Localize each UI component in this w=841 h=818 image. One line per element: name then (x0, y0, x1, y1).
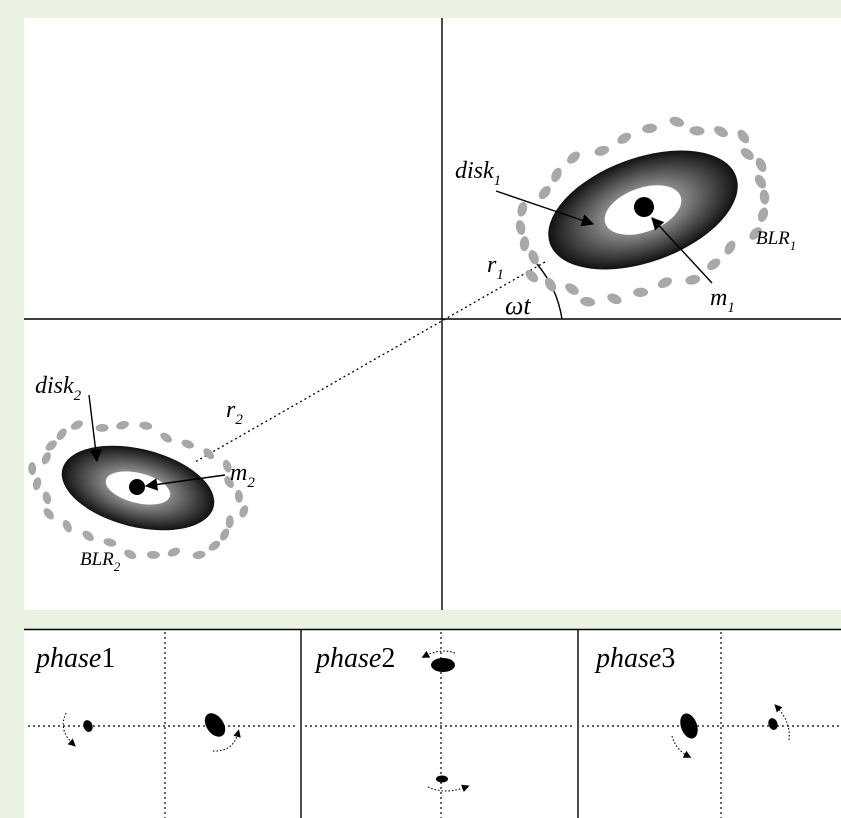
blr-cloud (146, 550, 160, 559)
blr-cloud (657, 277, 672, 289)
blr-cloud (689, 126, 705, 136)
blr-cloud (519, 236, 530, 252)
disk1-pointer (495, 190, 595, 227)
blr-cloud (525, 269, 539, 283)
disk1-label: disk1 (455, 158, 501, 189)
blr-cloud (607, 293, 622, 305)
blr-cloud (617, 132, 632, 144)
phase3-bh-large (680, 713, 698, 739)
phase1-bh-large (204, 713, 226, 737)
m1-label: m1 (710, 285, 735, 316)
black-hole-1 (634, 197, 654, 217)
phase-2-label: phase2 (314, 643, 395, 674)
blr-clouds-1 (515, 116, 770, 307)
blr-cloud (538, 185, 551, 200)
blr-cloud (517, 201, 528, 217)
blr-cloud (594, 145, 610, 156)
disk2-pointer (88, 394, 102, 463)
blr-cloud (203, 448, 215, 460)
blr-cloud (82, 530, 94, 542)
blr-cloud (749, 227, 762, 240)
blr-cloud (757, 207, 769, 222)
phase-1-label: phase1 (34, 643, 115, 674)
disk2-label: disk2 (35, 373, 82, 404)
r1-label: r1 (487, 252, 504, 283)
blr1-label: BLR1 (756, 228, 796, 253)
blr-cloud (208, 540, 221, 551)
blr-cloud (192, 550, 206, 559)
phase3-bh-small (768, 718, 778, 730)
blr-cloud (220, 528, 230, 541)
blr-cloud (707, 258, 721, 271)
phase-1-panel: phase1 (28, 632, 298, 818)
separation-line (194, 261, 546, 463)
blr-cloud (28, 462, 37, 476)
blr-cloud (714, 126, 728, 138)
blr-cloud (669, 116, 685, 127)
blr-cloud (222, 459, 232, 473)
phase1-bh-small (83, 720, 93, 732)
blr-cloud (755, 157, 767, 172)
blr-cloud (41, 452, 51, 465)
phases-strip (24, 629, 841, 818)
blr-cloud (116, 420, 129, 430)
blr-cloud (45, 440, 57, 451)
blr-cloud (62, 520, 72, 533)
blr-clouds-2 (28, 420, 249, 559)
blr-cloud (737, 129, 750, 144)
blr-cloud (167, 547, 181, 557)
m2-label: m2 (230, 460, 255, 491)
blr-cloud (160, 432, 172, 443)
blr-cloud (95, 423, 109, 432)
blr-cloud (515, 220, 526, 235)
blr-cloud (181, 439, 195, 449)
blr-cloud (528, 249, 539, 265)
phase2-bh-large (431, 658, 455, 672)
m1-pointer (651, 217, 713, 284)
angle-label: ωt (505, 291, 531, 320)
blr-cloud (70, 420, 83, 430)
blr-cloud (56, 428, 67, 440)
blr-cloud (544, 277, 557, 292)
phase-3-panel: phase3 (582, 632, 841, 818)
blr-cloud (103, 538, 117, 547)
blr-cloud (234, 489, 243, 503)
blr-cloud (225, 515, 234, 529)
blr-cloud (759, 189, 770, 205)
blr-cloud (551, 167, 562, 183)
blr-cloud (642, 123, 658, 134)
black-hole-2 (129, 479, 145, 495)
blr-cloud (633, 287, 649, 298)
blr-cloud (565, 283, 579, 295)
blr-cloud (685, 274, 701, 285)
blr-cloud (42, 491, 52, 505)
m2-pointer (144, 474, 226, 491)
blr-cloud (124, 549, 137, 559)
blr-cloud (580, 296, 596, 307)
blr-cloud (239, 505, 249, 518)
phase2-bh-small (436, 775, 448, 783)
blr-cloud (43, 508, 54, 520)
blr-cloud (724, 240, 736, 255)
blr2-label: BLR2 (80, 549, 121, 574)
phase-2-panel: phase2 (305, 632, 575, 818)
phase-3-label: phase3 (594, 643, 675, 674)
blr-cloud (754, 174, 767, 189)
blr-cloud (139, 421, 153, 430)
r2-label: r2 (226, 397, 243, 428)
blr-cloud (224, 476, 234, 489)
blr-cloud (740, 148, 754, 160)
blr-cloud (567, 151, 580, 164)
blr-cloud (32, 477, 42, 491)
